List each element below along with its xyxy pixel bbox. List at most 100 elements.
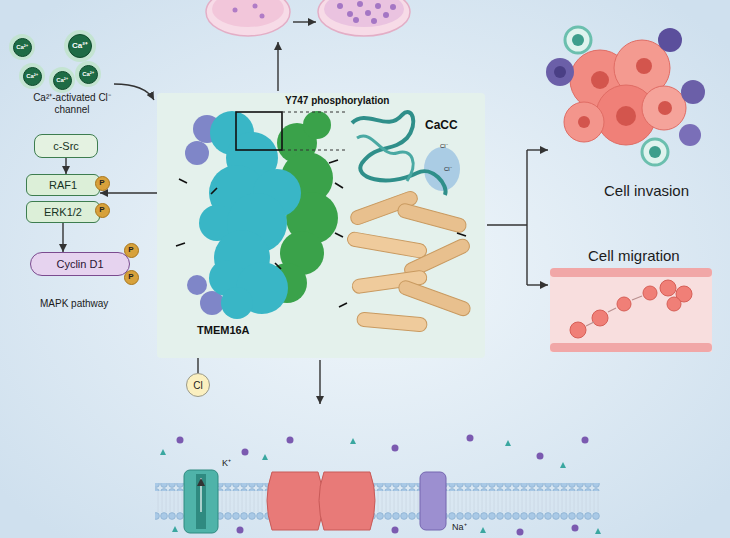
tumor-cluster: [642, 86, 686, 130]
bracket-arrow: [527, 149, 548, 150]
petri-dish: [365, 10, 371, 16]
cell-membrane: [420, 472, 446, 530]
cell-membrane: [517, 529, 524, 536]
protein-surface: [221, 287, 253, 319]
tumor-cluster: [658, 101, 672, 115]
node-label: c-Src: [53, 140, 79, 152]
cell-membrane: [287, 437, 294, 444]
ion-label: Cl⁻: [440, 143, 448, 150]
kinase-box: RAF1: [26, 174, 100, 196]
tumor-cluster: [679, 124, 701, 146]
blood-vessel: [550, 270, 712, 352]
node-label: Ca²⁺: [26, 73, 38, 80]
ribbon-structure: [335, 183, 466, 307]
blood-vessel: [643, 286, 657, 300]
bracket-arrow: [487, 224, 527, 225]
node-label: Ca²⁺: [16, 44, 28, 51]
ion-label: K⁺: [222, 458, 231, 468]
cell-membrane: [392, 527, 399, 534]
arrow: [319, 360, 320, 404]
petri-dish: [253, 4, 258, 9]
ribbon-structure: [346, 231, 427, 259]
phosphate-circle: P: [124, 270, 139, 285]
bracket-arrow: [487, 150, 548, 285]
node-label: RAF1: [49, 179, 77, 191]
cell-membrane: [267, 472, 323, 530]
cell-membrane: [200, 478, 201, 512]
calcium-halo: [49, 67, 75, 93]
connector-arrow: [62, 223, 63, 252]
blood-vessel: [586, 296, 642, 326]
tumor-cluster: [591, 71, 609, 89]
dashed-leader: [282, 150, 347, 151]
tumor-cluster: [546, 58, 574, 86]
cell-membrane: [392, 445, 399, 452]
ribbon-structure: [397, 279, 472, 318]
cyclin-box: Cyclin D1: [30, 252, 130, 276]
arrow: [277, 42, 278, 91]
dashed-leader: [282, 112, 347, 113]
cell-membrane: [172, 526, 178, 532]
calcium-halo: [64, 30, 96, 62]
cell-membrane: [505, 440, 511, 446]
phosphate-circle: P: [95, 176, 110, 191]
tumor-cluster: [546, 27, 705, 165]
phosphate-circle: P: [95, 203, 110, 218]
kinase-box: ERK1/2: [26, 201, 100, 223]
calcium-halo: [75, 61, 101, 87]
kinase-box: c-Src: [34, 134, 98, 158]
petri-dish: [371, 18, 377, 24]
protein-surface: [185, 141, 209, 165]
node-label: P: [99, 179, 104, 188]
ribbon-structure: [357, 136, 413, 181]
blood-vessel: [667, 297, 681, 311]
blood-vessel: [550, 343, 712, 352]
tumor-cluster: [572, 34, 584, 46]
channel-label: Ca²⁺-activated Cl⁻ channel: [24, 92, 120, 115]
structure-label: TMEM16A: [197, 324, 250, 336]
connector-arrow: [100, 192, 157, 193]
cell-membrane: [350, 438, 356, 444]
cell-membrane: [177, 437, 184, 444]
cell-membrane: [237, 527, 244, 534]
dashed-leader: [282, 112, 347, 150]
petri-dish: [337, 3, 343, 9]
cell-membrane: [184, 470, 218, 533]
protein-surface: [303, 111, 331, 139]
tumor-cluster: [658, 28, 682, 52]
petri-dish: [324, 0, 404, 27]
calcium-ion: Ca²⁺: [23, 67, 42, 86]
petri-dish: [318, 0, 410, 36]
cell-membrane: [155, 435, 601, 536]
calcium-ion: Ca²⁺: [68, 34, 92, 58]
petri-dish: [357, 1, 363, 7]
tumor-cluster: [616, 106, 636, 126]
arrow: [293, 21, 316, 22]
tumor-cluster: [578, 116, 590, 128]
chloride-ion: Cl: [186, 373, 210, 397]
structure-label: CaCC: [425, 119, 458, 132]
cell-membrane: [155, 491, 600, 512]
ion-label: Cl⁻: [444, 166, 452, 173]
calcium-arrow: [114, 84, 154, 100]
cell-membrane: [160, 449, 166, 455]
node-label: Ca²⁺: [72, 42, 88, 51]
node-label: Cl: [193, 380, 202, 391]
cell-membrane: [537, 453, 544, 460]
node-label: Cyclin D1: [56, 258, 103, 270]
pathway-label: MAPK pathway: [40, 298, 108, 310]
calcium-ion: Ca²⁺: [13, 38, 32, 57]
petri-dish: [233, 8, 238, 13]
cell-membrane: [155, 512, 600, 520]
calcium-halo: [9, 30, 101, 93]
tumor-cluster: [636, 58, 652, 74]
petri-dish: [390, 4, 396, 10]
calcium-ion: Ca²⁺: [79, 65, 98, 84]
tumor-cluster: [642, 139, 668, 165]
petri-dish: [383, 12, 389, 18]
protein-surface: [187, 275, 207, 295]
cell-membrane: [582, 437, 589, 444]
tumor-cluster: [564, 102, 604, 142]
blood-vessel: [592, 310, 608, 326]
